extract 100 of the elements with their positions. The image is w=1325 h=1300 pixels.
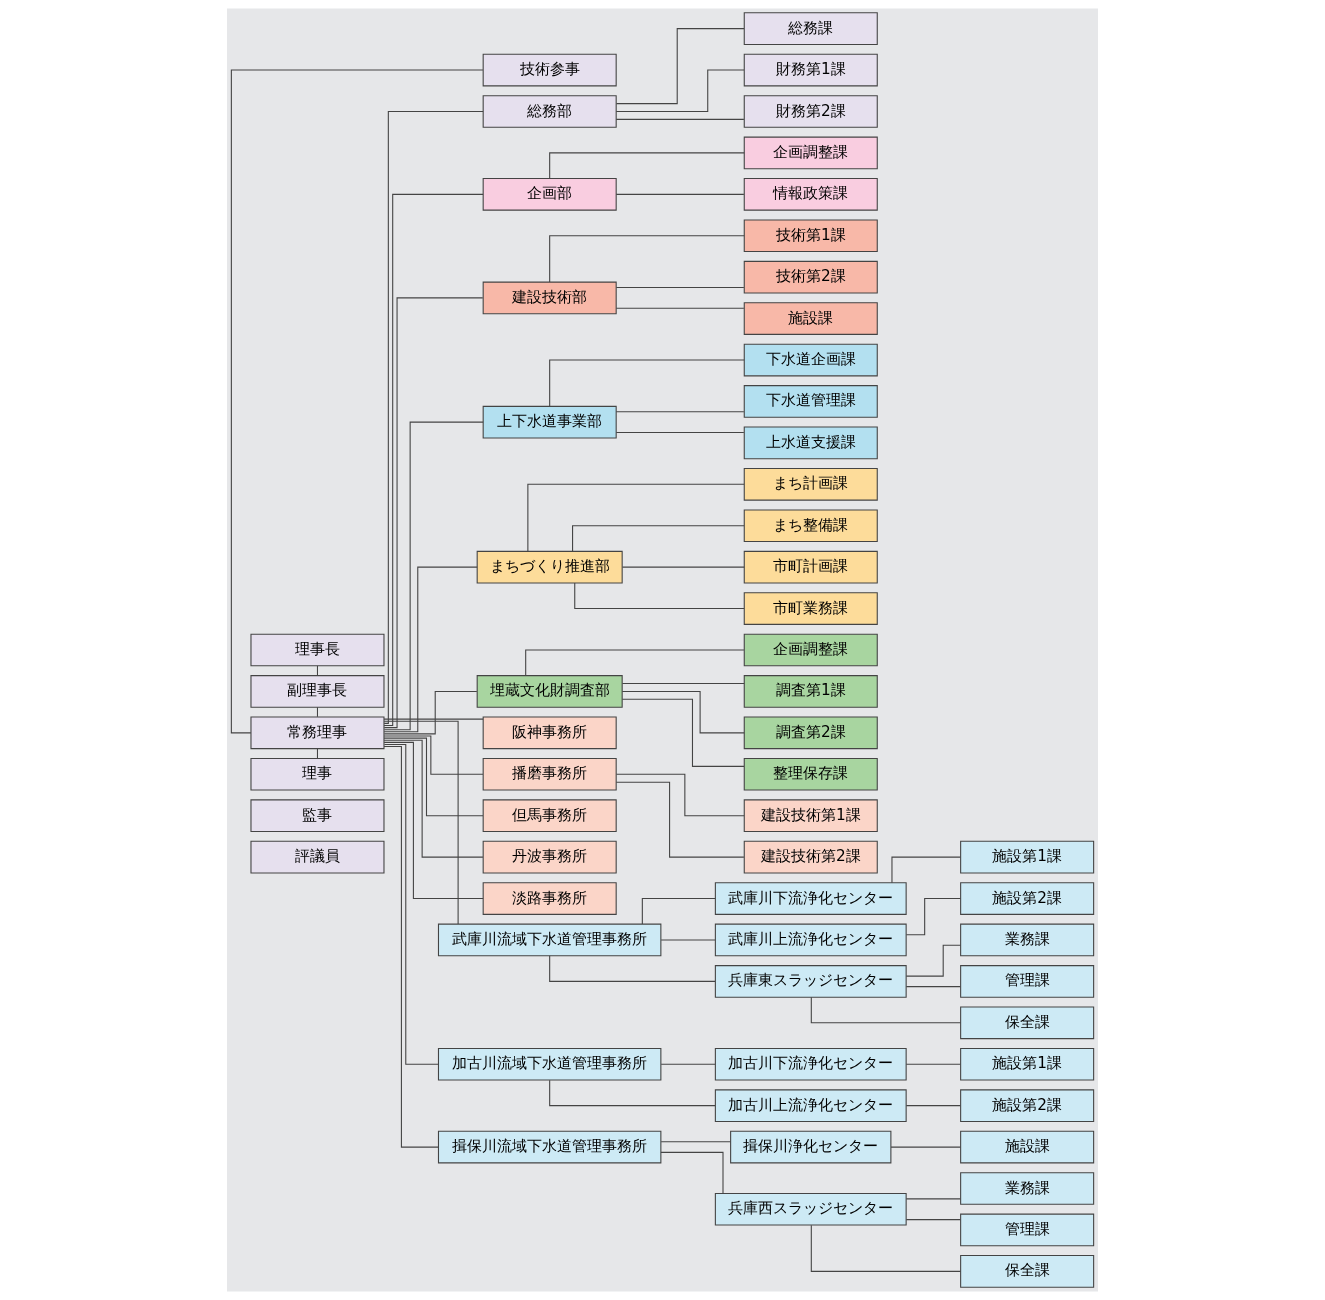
connector xyxy=(383,741,484,900)
connector xyxy=(615,287,745,289)
node-box: 施設第2課 xyxy=(960,882,1095,915)
node-box: 下水道管理課 xyxy=(743,385,878,418)
connector xyxy=(549,359,745,407)
node-box: 管理課 xyxy=(960,1213,1095,1247)
connector xyxy=(383,690,478,735)
connector xyxy=(621,682,745,685)
node-box: まち整備課 xyxy=(743,509,878,543)
connector xyxy=(615,411,745,413)
node-box: 建設技術第2課 xyxy=(743,840,878,874)
node-box: 評議員 xyxy=(250,840,385,874)
node-box: 監事 xyxy=(250,799,385,833)
connector xyxy=(230,69,484,734)
node-box: 企画調整課 xyxy=(743,633,878,667)
connector xyxy=(572,525,745,552)
node-box: 丹波事務所 xyxy=(482,840,617,874)
node-box: 淡路事務所 xyxy=(482,882,617,915)
connector xyxy=(905,1219,961,1221)
connector xyxy=(316,748,319,759)
connector xyxy=(615,118,745,120)
connector xyxy=(383,566,478,733)
node-box: 播磨事務所 xyxy=(482,757,617,791)
node-box: 技術参事 xyxy=(482,53,617,87)
node-box: 施設第1課 xyxy=(960,1047,1095,1081)
connector xyxy=(615,193,745,195)
connector xyxy=(383,737,484,817)
connector xyxy=(660,1063,716,1065)
node-box: 保全課 xyxy=(960,1006,1095,1040)
connector xyxy=(527,483,745,552)
connector xyxy=(660,1141,731,1143)
node-box: 理事長 xyxy=(250,633,385,667)
connector xyxy=(660,1151,724,1194)
connector xyxy=(615,28,745,105)
connector xyxy=(660,939,716,941)
connector xyxy=(621,566,745,568)
connector xyxy=(905,1105,961,1107)
node-box: 業務課 xyxy=(960,1172,1095,1205)
node-box: 財務第1課 xyxy=(743,53,878,87)
node-box: 加古川流域下水道管理事務所 xyxy=(437,1047,662,1081)
node-box: 情報政策課 xyxy=(743,178,878,211)
node-box: 上水道支援課 xyxy=(743,426,878,460)
node-box: 常務理事 xyxy=(250,716,385,750)
connector xyxy=(383,743,439,1065)
node-box: 技術第1課 xyxy=(743,219,878,253)
connector xyxy=(383,746,439,1148)
node-box: 建設技術部 xyxy=(482,281,617,315)
connector xyxy=(549,152,745,179)
connector xyxy=(383,718,484,720)
node-box: 建設技術第1課 xyxy=(743,799,878,833)
connector xyxy=(621,690,745,734)
connector xyxy=(615,307,745,309)
connector xyxy=(615,69,745,113)
node-box: 総務課 xyxy=(743,12,878,45)
node-box: 整理保存課 xyxy=(743,757,878,791)
connector xyxy=(383,720,459,925)
connector xyxy=(905,1198,961,1200)
connector xyxy=(905,1063,961,1065)
node-box: 企画部 xyxy=(482,178,617,211)
node-box: 市町業務課 xyxy=(743,592,878,625)
connector xyxy=(615,431,745,434)
node-box: 調査第2課 xyxy=(743,716,878,750)
connector xyxy=(641,898,716,925)
node-box: 武庫川流域下水道管理事務所 xyxy=(437,923,662,957)
node-box: 調査第1課 xyxy=(743,675,878,708)
node-box: 埋蔵文化財調査部 xyxy=(476,675,623,708)
node-box: 総務部 xyxy=(482,95,617,128)
node-box: 但馬事務所 xyxy=(482,799,617,833)
node-box: 武庫川下流浄化センター xyxy=(714,882,907,915)
connector xyxy=(549,235,745,283)
node-box: 上下水道事業部 xyxy=(482,405,617,439)
node-box: 兵庫西スラッジセンター xyxy=(714,1192,907,1226)
node-box: 企画調整課 xyxy=(743,136,878,170)
connector xyxy=(549,955,716,982)
node-box: 武庫川上流浄化センター xyxy=(714,923,907,957)
node-box: 施設第1課 xyxy=(960,840,1095,874)
connector xyxy=(810,1224,962,1272)
node-box: 阪神事務所 xyxy=(482,716,617,750)
connector xyxy=(890,1146,961,1148)
node-box: 施設課 xyxy=(960,1130,1095,1164)
connector xyxy=(905,944,962,977)
connector xyxy=(549,1079,716,1107)
connector xyxy=(891,856,961,884)
node-box: 施設課 xyxy=(743,302,878,335)
connector xyxy=(316,706,319,718)
node-box: 下水道企画課 xyxy=(743,343,878,377)
connector xyxy=(574,582,745,610)
connector xyxy=(810,996,962,1024)
connector xyxy=(383,739,484,858)
connector xyxy=(615,773,745,817)
node-box: 技術第2課 xyxy=(743,260,878,294)
node-box: まち計画課 xyxy=(743,467,878,501)
node-box: 加古川下流浄化センター xyxy=(714,1047,907,1081)
connector xyxy=(383,297,484,729)
connector xyxy=(316,665,319,676)
node-box: 財務第2課 xyxy=(743,95,878,128)
connector xyxy=(905,986,961,988)
node-box: 理事 xyxy=(250,757,385,791)
node-box: 加古川上流浄化センター xyxy=(714,1089,907,1122)
node-box: 保全課 xyxy=(960,1255,1095,1288)
